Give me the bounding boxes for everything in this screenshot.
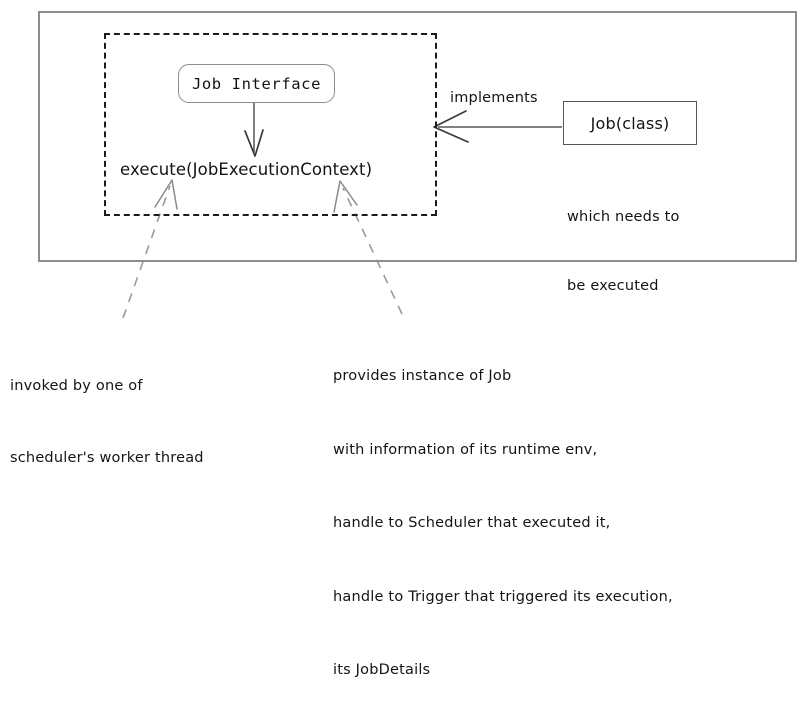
note-job-class-line-1: which needs to [567, 209, 680, 225]
edge-interface-to-method-arrowhead [244, 129, 264, 157]
leader-provides-line [342, 187, 403, 315]
diagram-canvas [122, 103, 562, 319]
note-provides-line-5: its JobDetails [333, 662, 431, 678]
edge-interface-to-method [244, 103, 264, 157]
edge-implements [433, 110, 562, 143]
note-provides-line-3: handle to Scheduler that executed it, [333, 515, 611, 531]
node-job-interface-label: Job Interface [191, 74, 322, 93]
leader-provides [333, 180, 403, 315]
job-interface-group-box [104, 33, 437, 216]
leader-invoked [122, 179, 178, 319]
note-job-class: which needs to be executed [567, 160, 680, 321]
note-provides-instance: provides instance of Job with informatio… [333, 315, 673, 707]
leader-invoked-arrowhead [154, 179, 178, 210]
note-provides-line-1: provides instance of Job [333, 368, 512, 384]
node-job-class-label: Job(class) [590, 113, 670, 133]
note-provides-line-4: handle to Trigger that triggered its exe… [333, 588, 673, 605]
note-job-class-line-2: be executed [567, 278, 659, 294]
note-provides-line-2: with information of its runtime env, [333, 441, 598, 458]
leader-invoked-line [122, 185, 171, 319]
note-invoked-by-line-2: scheduler's worker thread [10, 450, 204, 466]
leader-provides-arrowhead [333, 180, 358, 213]
node-job-class[interactable]: Job(class) [563, 101, 697, 145]
outer-container [38, 11, 797, 262]
edge-implements-arrowhead [433, 110, 469, 143]
node-job-interface[interactable]: Job Interface [178, 64, 335, 103]
edge-label-implements: implements [450, 90, 538, 106]
note-invoked-by: invoked by one of scheduler's worker thr… [10, 326, 204, 494]
note-invoked-by-line-1: invoked by one of [10, 378, 143, 394]
node-execute-method-label: execute(JobExecutionContext) [120, 160, 373, 179]
